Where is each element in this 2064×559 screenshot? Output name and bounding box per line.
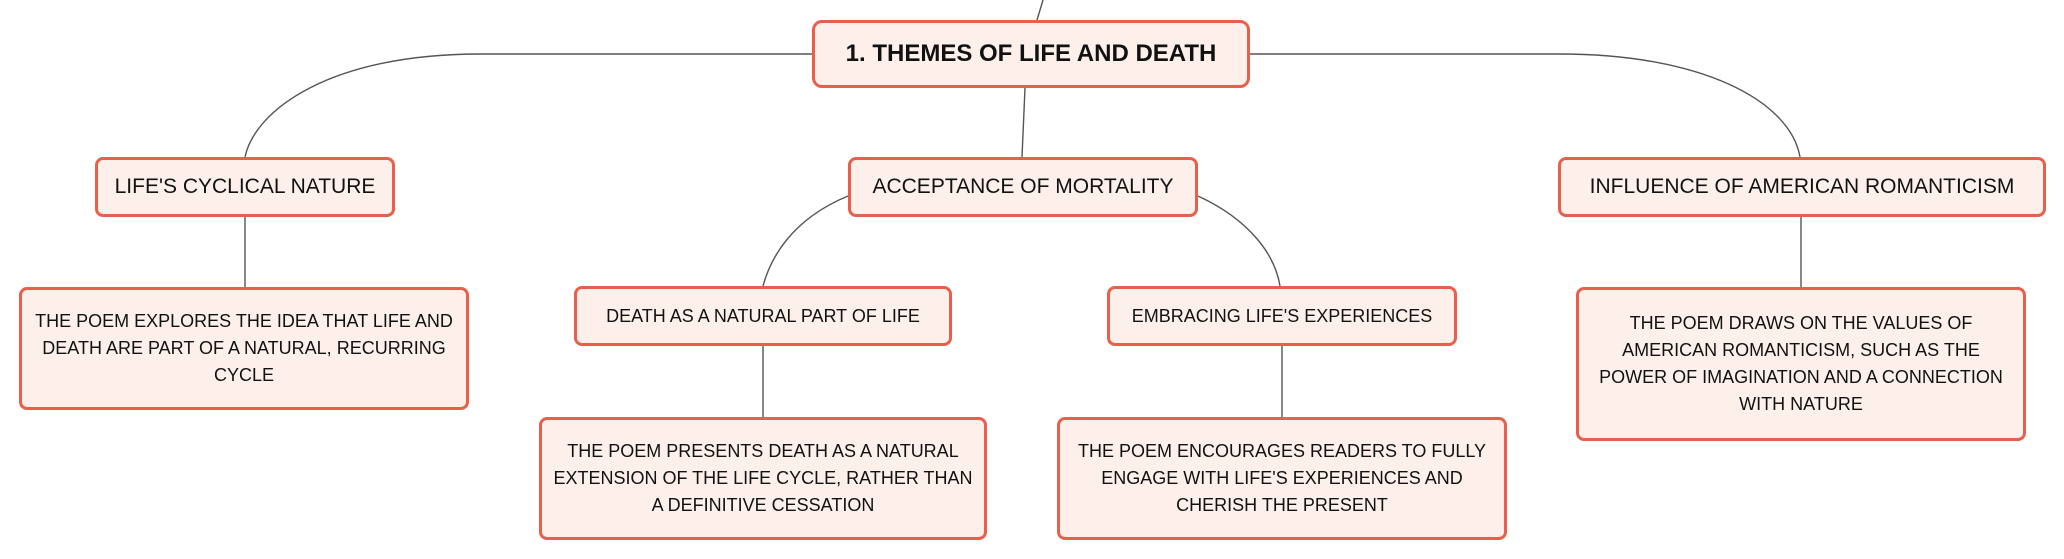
- detail-death-natural[interactable]: THE POEM PRESENTS DEATH AS A NATURAL EXT…: [539, 417, 987, 540]
- detail-text: THE POEM ENCOURAGES READERS TO FULLY ENG…: [1077, 441, 1487, 515]
- connector-parent-to-root: [1036, 0, 1044, 21]
- detail-text: THE POEM PRESENTS DEATH AS A NATURAL EXT…: [553, 441, 973, 515]
- connector-root-to-romanticism: [1250, 53, 1801, 158]
- topic-influence-of-american-romanticism[interactable]: INFLUENCE OF AMERICAN ROMANTICISM: [1558, 157, 2046, 217]
- subtopic-embracing-lifes-experiences[interactable]: EMBRACING LIFE'S EXPERIENCES: [1107, 286, 1457, 346]
- detail-embracing-experiences[interactable]: THE POEM ENCOURAGES READERS TO FULLY ENG…: [1057, 417, 1507, 540]
- root-node-label: 1. THEMES OF LIFE AND DEATH: [845, 40, 1217, 67]
- topic-label: ACCEPTANCE OF MORTALITY: [872, 175, 1174, 198]
- topic-label: INFLUENCE OF AMERICAN ROMANTICISM: [1589, 175, 2015, 198]
- connector-root-to-cyclical: [244, 53, 812, 158]
- topic-acceptance-of-mortality[interactable]: ACCEPTANCE OF MORTALITY: [848, 157, 1198, 217]
- connector-mortality-to-embrace: [1197, 195, 1281, 287]
- detail-american-romanticism[interactable]: THE POEM DRAWS ON THE VALUES OF AMERICAN…: [1576, 287, 2026, 441]
- detail-text: THE POEM DRAWS ON THE VALUES OF AMERICAN…: [1599, 313, 2003, 414]
- subtopic-label: DEATH AS A NATURAL PART OF LIFE: [606, 305, 920, 326]
- subtopic-label: EMBRACING LIFE'S EXPERIENCES: [1131, 305, 1433, 326]
- root-node[interactable]: 1. THEMES OF LIFE AND DEATH: [812, 20, 1250, 88]
- topic-lifes-cyclical-nature[interactable]: LIFE'S CYCLICAL NATURE: [95, 157, 395, 217]
- connector-mortality-to-natural: [762, 195, 849, 287]
- topic-label: LIFE'S CYCLICAL NATURE: [114, 175, 376, 198]
- detail-cyclical-nature[interactable]: THE POEM EXPLORES THE IDEA THAT LIFE AND…: [19, 287, 469, 410]
- subtopic-death-as-natural-part-of-life[interactable]: DEATH AS A NATURAL PART OF LIFE: [574, 286, 952, 346]
- detail-text: THE POEM EXPLORES THE IDEA THAT LIFE AND…: [35, 311, 453, 385]
- connector-root-to-mortality: [1021, 87, 1026, 158]
